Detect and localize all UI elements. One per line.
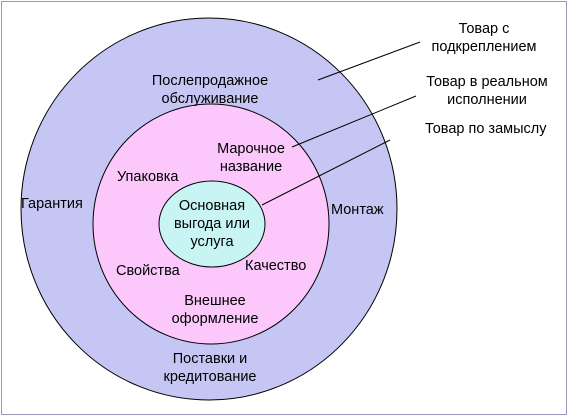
middle-item-brand-line-2: название xyxy=(219,159,283,175)
outer-item-top-line-2: обслуживание xyxy=(161,91,259,107)
outer-item-warranty: Гарантия xyxy=(21,196,83,212)
outer-item-delivery-and-credit: Поставки и кредитование xyxy=(130,350,290,386)
legend-outer-line-2: подкреплением xyxy=(431,39,537,55)
middle-item-design-line-2: оформление xyxy=(171,311,259,327)
middle-item-quality: Качество xyxy=(245,258,307,274)
middle-item-design-line-1: Внешнее xyxy=(184,293,246,309)
core-label: Основная выгода или услуга xyxy=(160,197,264,251)
middle-item-design: Внешнее оформление xyxy=(155,292,275,328)
core-label-line-2: выгода или xyxy=(173,216,251,232)
middle-item-properties: Свойства xyxy=(116,263,180,279)
leader-line-core xyxy=(261,139,391,206)
leader-line-outer xyxy=(317,41,421,81)
legend-middle-ring: Товар в реальном исполнении xyxy=(412,73,562,109)
middle-item-brand-line-1: Марочное xyxy=(217,141,285,157)
legend-middle-line-1: Товар в реальном xyxy=(426,74,548,90)
legend-outer-ring: Товар с подкреплением xyxy=(404,20,564,56)
core-label-line-3: услуга xyxy=(190,234,234,250)
outer-item-bottom-line-1: Поставки и xyxy=(172,351,248,367)
outer-item-after-sales-service: Послепродажное обслуживание xyxy=(130,72,290,108)
middle-item-brand-name: Марочное название xyxy=(191,140,311,176)
core-label-line-1: Основная xyxy=(178,198,246,214)
leader-line-middle xyxy=(291,95,417,148)
outer-item-bottom-line-2: кредитование xyxy=(163,369,257,385)
legend-middle-line-2: исполнении xyxy=(447,92,527,108)
legend-outer-line-1: Товар с xyxy=(458,21,510,37)
legend-core: Товар по замыслу xyxy=(425,121,547,137)
outer-item-installation: Монтаж xyxy=(331,202,384,218)
outer-item-top-line-1: Послепродажное xyxy=(151,73,269,89)
middle-item-packaging: Упаковка xyxy=(117,169,179,185)
core-ring xyxy=(158,180,266,268)
